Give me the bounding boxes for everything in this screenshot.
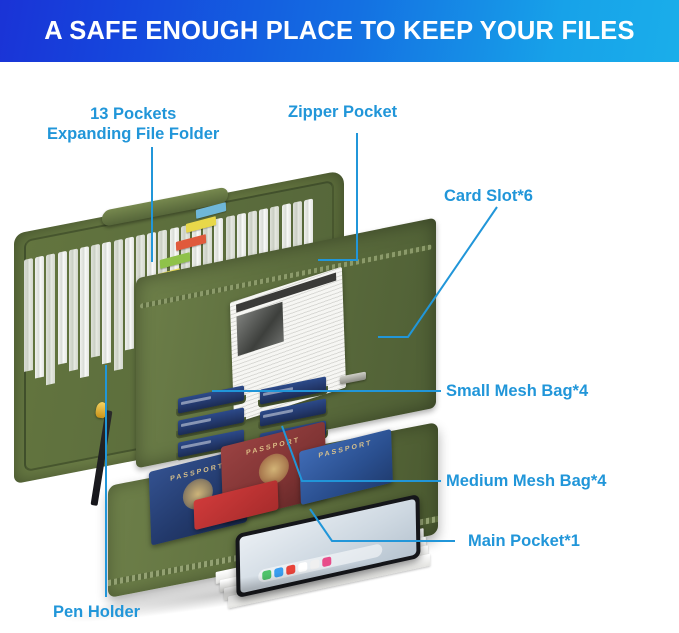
callout-main-pocket: Main Pocket*1	[468, 532, 580, 550]
callout-medium-mesh-bag: Medium Mesh Bag*4	[446, 472, 607, 490]
banner-title: A SAFE ENOUGH PLACE TO KEEP YOUR FILES	[44, 16, 635, 45]
file-pleat	[46, 253, 56, 386]
header-banner: A SAFE ENOUGH PLACE TO KEEP YOUR FILES	[0, 0, 679, 62]
callout-pockets-line2: Expanding File Folder	[47, 125, 220, 144]
file-pleat	[35, 255, 45, 379]
callout-small-mesh-bag: Small Mesh Bag*4	[446, 382, 589, 400]
file-pleat	[57, 250, 67, 365]
file-pleat	[124, 236, 134, 351]
file-pleat	[91, 243, 101, 358]
file-pleat	[80, 246, 89, 378]
file-pleat	[24, 257, 33, 372]
callout-card-slot: Card Slot*6	[444, 187, 533, 205]
file-pleat	[113, 238, 123, 371]
callout-pockets: 13 Pockets Expanding File Folder	[47, 104, 219, 144]
callout-pockets-line1: 13 Pockets	[90, 105, 177, 123]
file-pleat	[68, 248, 78, 372]
callout-pen-holder: Pen Holder	[53, 603, 141, 621]
callout-zipper-pocket: Zipper Pocket	[288, 103, 398, 121]
file-pleat	[102, 241, 112, 365]
